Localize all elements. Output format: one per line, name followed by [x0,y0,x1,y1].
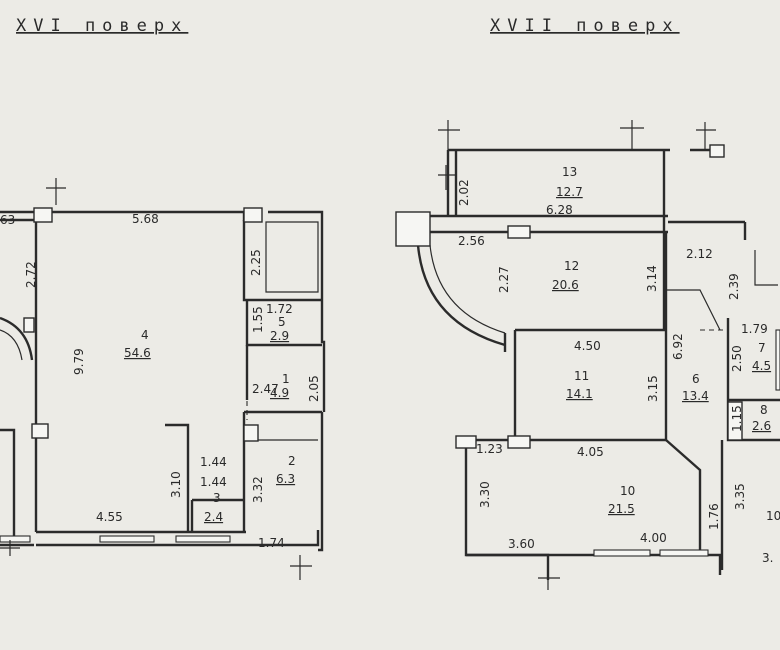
room-number: 8 [760,403,768,417]
dim-label: 4.50 [574,339,601,353]
column-marker [709,144,725,158]
dim-label: 2.50 [730,345,744,372]
dim-label: 3.15 [646,375,660,402]
dim-label: 2.56 [458,234,485,248]
room-number: 5 [278,315,286,329]
room-width: 1.44 [200,455,227,469]
column-marker [33,207,53,223]
window [99,535,155,543]
column-marker [23,317,35,333]
column-marker [243,424,259,442]
room-number: 1 [282,372,290,386]
floor16-title: XVI поверх [16,16,188,36]
dim-label: 1.23 [476,442,503,456]
dim-label: 5.68 [132,212,159,226]
dim-label: 3.32 [251,476,265,503]
room-number: 13 [562,165,577,179]
dim-label: 63 [0,213,15,227]
room-number: 6 [692,372,700,386]
room-area: 4.9 [270,386,289,400]
dim-label: 6.28 [546,203,573,217]
column-marker [507,435,531,449]
room-number: 12 [564,259,579,273]
dim-label: 9.79 [72,348,86,375]
floor17-plan: 2.02 6.28 2.56 2.27 3.14 2.12 2.39 4.50 … [395,120,780,590]
dim-label: 1.74 [258,536,285,550]
window [775,329,780,391]
dim-label: 3.35 [733,483,747,510]
room-area: 4.5 [752,359,771,373]
dim-label: 3.30 [478,481,492,508]
dim-label: 2.05 [307,375,321,402]
column-marker [243,207,263,223]
window [593,549,651,557]
room-area: 13.4 [682,389,709,403]
room-area: 14.1 [566,387,593,401]
dim-label: 3.14 [645,265,659,292]
room-area: 54.6 [124,346,151,360]
floor16-plan: 63 5.68 2.72 9.79 4.55 3.10 2.25 3.32 1.… [0,178,326,580]
dim-label: 2.02 [457,179,471,206]
floor17-title: XVII поверх [490,16,680,36]
room-height: 1.55 [251,306,265,333]
window [659,549,709,557]
dim-label: 2.39 [727,273,741,300]
dim-label: 2.72 [24,261,38,288]
room-width: 1.79 [741,322,768,336]
room-area: 6.3 [276,472,295,486]
dim-label: 2.47 [252,382,279,396]
room-area: 2.9 [270,329,289,343]
dim-label: 2.25 [249,249,263,276]
column-marker [395,211,431,247]
room-area: 12.7 [556,185,583,199]
room-number: 2 [288,454,296,468]
column-marker [31,423,49,439]
window [175,535,231,543]
window [0,535,31,543]
dim-label: 4.00 [640,531,667,545]
dim-label: 1.76 [707,503,721,530]
room-area: 2.6 [752,419,771,433]
dim-label: 1.15 [730,405,744,432]
room-number: 4 [141,328,149,342]
column-marker [727,401,743,441]
room-area: 2.4 [204,510,223,524]
room-number: 10 [620,484,635,498]
room-area: 20.6 [552,278,579,292]
dim-label: 3. [762,551,773,565]
dim-label: 4.05 [577,445,604,459]
dim-label: 3.10 [169,471,183,498]
room-width: 1.44 [200,475,227,489]
room-width: 1.72 [266,302,293,316]
column-marker [507,225,531,239]
room-number: 3 [213,491,221,505]
dim-label: 4.55 [96,510,123,524]
room-number: 10 [766,509,780,523]
dim-label: 2.27 [497,266,511,293]
dim-label: 2.12 [686,247,713,261]
dim-label: 3.60 [508,537,535,551]
column-marker [455,435,477,449]
room-area: 21.5 [608,502,635,516]
room-number: 7 [758,341,766,355]
room-number: 11 [574,369,589,383]
dim-label: 6.92 [671,333,685,360]
